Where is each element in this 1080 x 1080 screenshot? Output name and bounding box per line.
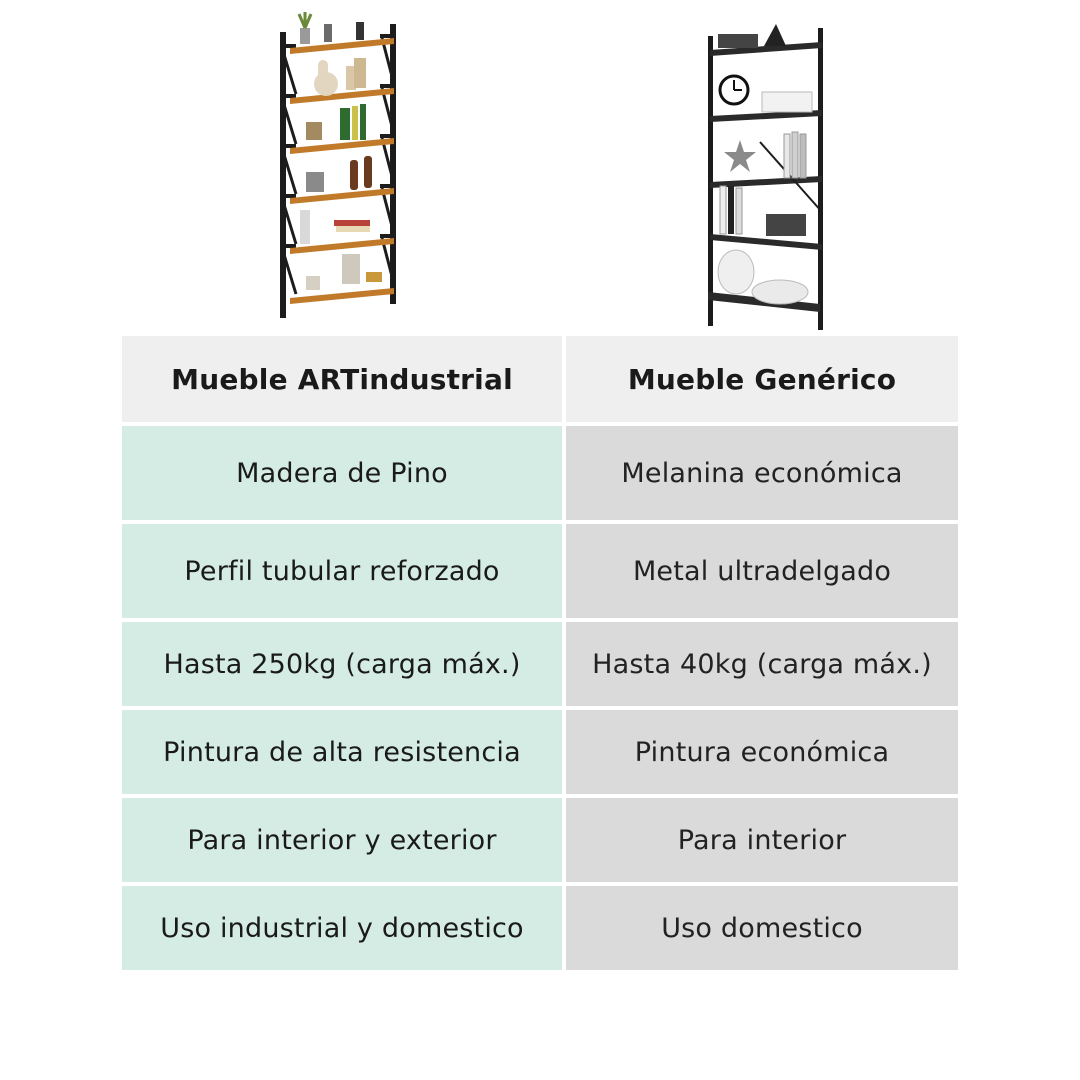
table-row: Para interior y exterior Para interior: [122, 798, 958, 882]
cell-artindustrial: Pintura de alta resistencia: [122, 710, 563, 794]
cell-generico: Uso domestico: [566, 886, 958, 970]
cell-artindustrial: Uso industrial y domestico: [122, 886, 563, 970]
table-row: Pintura de alta resistencia Pintura econ…: [122, 710, 958, 794]
cell-artindustrial: Perfil tubular reforzado: [122, 524, 563, 618]
cell-generico: Para interior: [566, 798, 958, 882]
column-header-artindustrial: Mueble ARTindustrial: [122, 336, 563, 422]
comparison-table: Mueble ARTindustrial Mueble Genérico Mad…: [118, 332, 962, 974]
cell-generico: Pintura económica: [566, 710, 958, 794]
cell-artindustrial: Madera de Pino: [122, 426, 563, 520]
table-row: Madera de Pino Melanina económica: [122, 426, 958, 520]
cell-generico: Melanina económica: [566, 426, 958, 520]
column-header-generico: Mueble Genérico: [566, 336, 958, 422]
cell-artindustrial: Hasta 250kg (carga máx.): [122, 622, 563, 706]
black-metal-bookshelf-illustration: [708, 24, 823, 330]
cell-generico: Hasta 40kg (carga máx.): [566, 622, 958, 706]
wood-metal-bookshelf-illustration: [280, 12, 396, 318]
table-header-row: Mueble ARTindustrial Mueble Genérico: [122, 336, 958, 422]
cell-generico: Metal ultradelgado: [566, 524, 958, 618]
table-row: Hasta 250kg (carga máx.) Hasta 40kg (car…: [122, 622, 958, 706]
table-row: Uso industrial y domestico Uso domestico: [122, 886, 958, 970]
table-row: Perfil tubular reforzado Metal ultradelg…: [122, 524, 958, 618]
cell-artindustrial: Para interior y exterior: [122, 798, 563, 882]
